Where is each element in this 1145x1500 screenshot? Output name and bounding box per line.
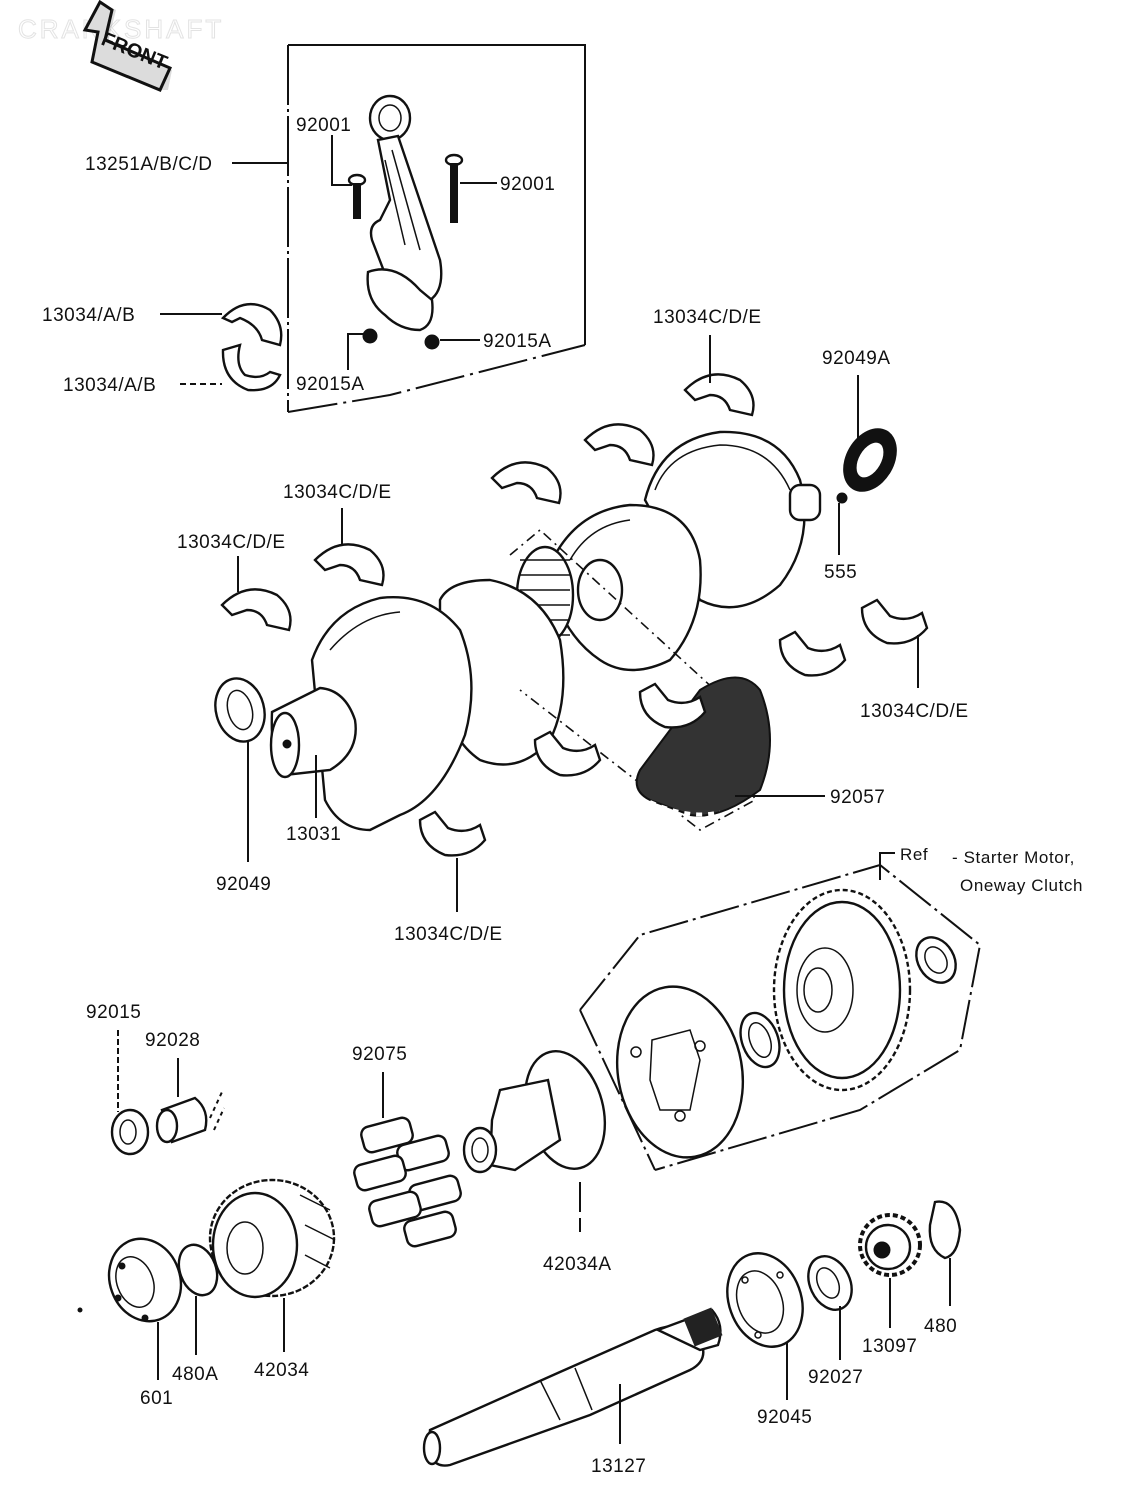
bearing-92045-part xyxy=(726,1252,804,1348)
label-main-bearing-mid: 13034C/D/E xyxy=(283,482,392,503)
label-oil-seal-left: 92049 xyxy=(216,874,271,895)
label-oil-seal-right: 92049A xyxy=(822,348,891,369)
label-connecting-rod: 13251A/B/C/D xyxy=(85,154,212,175)
label-cam-chain: 92057 xyxy=(830,787,885,808)
rod-bearing-shells-part xyxy=(220,302,283,392)
label-bearing-601: 601 xyxy=(140,1388,173,1409)
circlip-480-part xyxy=(928,1200,962,1260)
cam-chain-part xyxy=(635,676,771,817)
starter-gear-part xyxy=(772,888,912,1092)
oneway-clutch-part xyxy=(615,985,745,1159)
output-shaft-part xyxy=(422,1307,723,1467)
label-seal-92027: 92027 xyxy=(808,1367,863,1388)
label-reference-line1: - Starter Motor, xyxy=(952,848,1075,867)
washer-part xyxy=(739,1011,781,1069)
damper-rubbers-part xyxy=(353,1116,462,1248)
label-main-bearing-bottom: 13034C/D/E xyxy=(394,924,503,945)
bearing-601-part xyxy=(107,1237,183,1323)
hub-42034a-part xyxy=(462,1050,607,1174)
rod-cap-part xyxy=(366,268,434,332)
label-pin-555: 555 xyxy=(824,562,857,583)
pin-555-part xyxy=(836,492,848,504)
label-sprocket-13097: 13097 xyxy=(862,1336,917,1357)
stray-mark xyxy=(77,1307,83,1313)
crankshaft-part xyxy=(269,430,822,832)
oil-seal-right-part xyxy=(843,428,897,492)
rod-nut-right-part xyxy=(424,334,440,350)
label-main-bearing-left: 13034C/D/E xyxy=(177,532,286,553)
label-crankshaft: 13031 xyxy=(286,824,341,845)
label-circlip-480a: 480A xyxy=(172,1364,218,1385)
label-sprocket-42034: 42034 xyxy=(254,1360,309,1381)
front-arrow-icon: FRONT xyxy=(82,0,172,92)
sprocket-42034-part xyxy=(208,1178,336,1299)
label-reference-line2: Oneway Clutch xyxy=(960,876,1083,895)
label-rod-bearing-lower: 13034/A/B xyxy=(63,375,156,396)
oil-seal-left-part xyxy=(214,677,266,743)
connecting-rod-part xyxy=(368,94,443,307)
label-reference: Ref xyxy=(900,845,928,864)
label-hub-42034a: 42034A xyxy=(543,1254,612,1275)
label-circlip-480: 480 xyxy=(924,1316,957,1337)
label-rod-bolt-right: 92001 xyxy=(500,174,555,195)
label-rod-nut-right: 92015A xyxy=(483,331,552,352)
connecting-rod-group-box xyxy=(287,44,586,413)
label-damper-92075: 92075 xyxy=(352,1044,407,1065)
label-main-bearing-right-lower: 13034C/D/E xyxy=(860,701,969,722)
sprocket-13097-part xyxy=(858,1213,922,1277)
label-rod-nut-left: 92015A xyxy=(296,374,365,395)
label-rod-bolt-left: 92001 xyxy=(296,115,351,136)
starter-clutch-reference-box xyxy=(579,863,982,1171)
collar-92028-part xyxy=(155,1091,225,1144)
label-rod-bearing-upper: 13034/A/B xyxy=(42,305,135,326)
label-nut-92015: 92015 xyxy=(86,1002,141,1023)
label-shaft-13127: 13127 xyxy=(591,1456,646,1477)
thrust-washer-part xyxy=(915,936,957,984)
seal-92027-part xyxy=(807,1255,853,1311)
label-bearing-92045: 92045 xyxy=(757,1407,812,1428)
rod-bolt-right-part xyxy=(444,153,464,223)
rod-bolt-left-part xyxy=(347,173,367,219)
label-collar-92028: 92028 xyxy=(145,1030,200,1051)
rod-nut-left-part xyxy=(362,328,378,344)
main-bearing-shells-part xyxy=(220,373,929,857)
nut-92015-part xyxy=(110,1108,150,1156)
label-main-bearing-top-right: 13034C/D/E xyxy=(653,307,762,328)
title-watermark: CRANKSHAFT xyxy=(18,14,224,44)
